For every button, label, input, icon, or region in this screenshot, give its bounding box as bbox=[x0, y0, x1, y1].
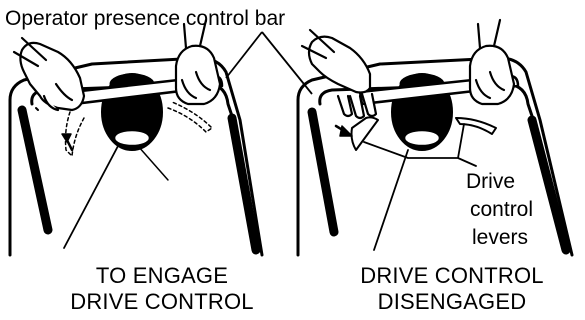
right-caption-line1: DRIVE CONTROL bbox=[360, 263, 544, 288]
left-dashed-lever-right bbox=[168, 102, 212, 132]
right-caption-line2: DISENGAGED bbox=[378, 289, 527, 314]
levers-callout-line2: control bbox=[470, 198, 533, 221]
left-panel bbox=[10, 20, 262, 255]
left-panel-right-hand-icon bbox=[176, 20, 220, 104]
left-rail-left bbox=[22, 110, 48, 230]
right-panel-left-hand-icon bbox=[302, 30, 376, 118]
control-bar-callout: Operator presence control bar bbox=[5, 7, 285, 30]
control-bar-leader-lines bbox=[226, 32, 312, 94]
left-panel-left-hand-icon bbox=[14, 38, 84, 110]
right-rail-right bbox=[532, 120, 566, 250]
right-rail-left bbox=[312, 112, 334, 232]
left-caption-line1: TO ENGAGE bbox=[96, 263, 228, 288]
levers-callout-line3: levers bbox=[472, 226, 528, 249]
levers-callout-line1: Drive bbox=[466, 170, 515, 193]
left-caption-line2: DRIVE CONTROL bbox=[70, 289, 254, 314]
right-panel-right-hand-icon bbox=[470, 20, 514, 104]
